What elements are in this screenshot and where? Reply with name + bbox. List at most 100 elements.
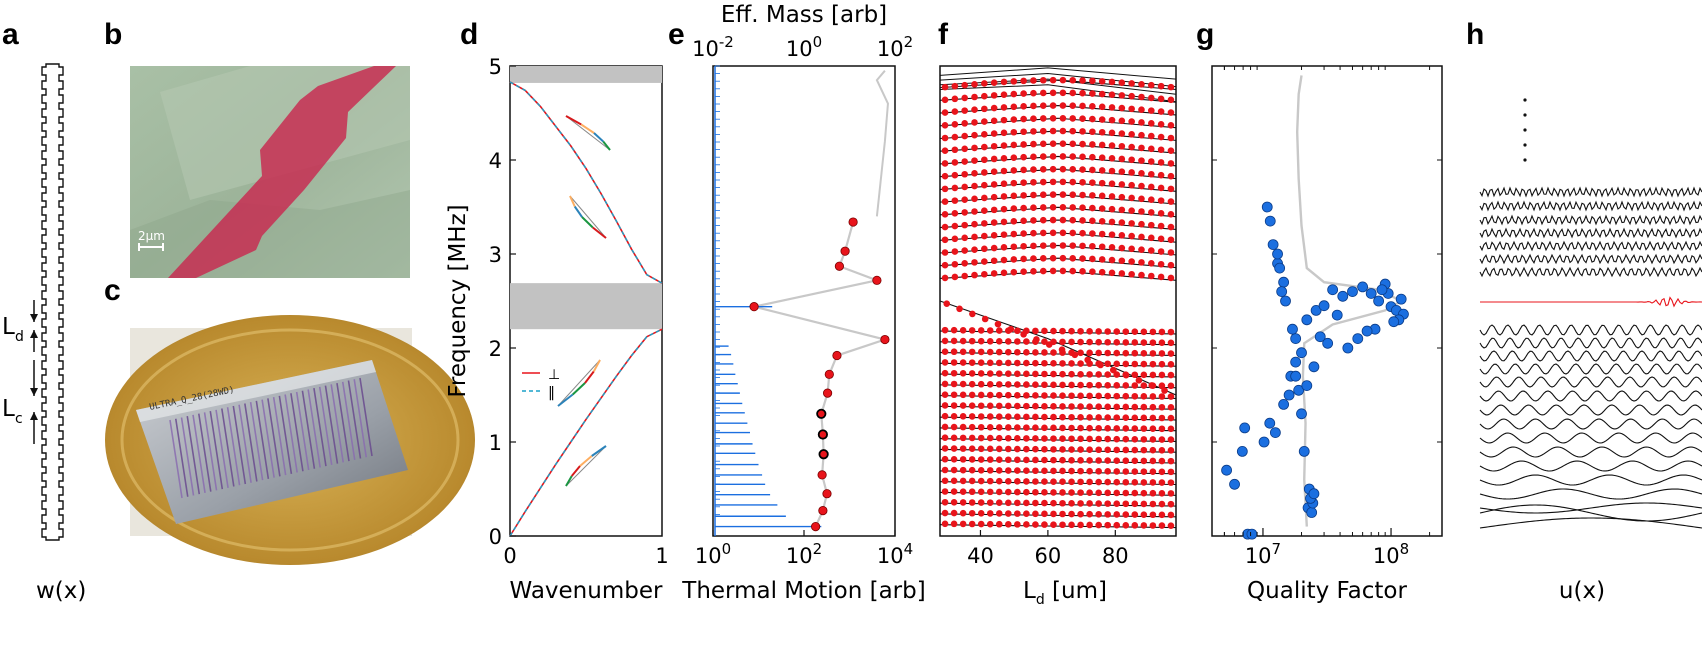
dispersion-line-par xyxy=(509,81,663,284)
mode-point xyxy=(1050,435,1057,442)
mode-point-upper xyxy=(1148,81,1155,89)
mode-point-upper xyxy=(971,119,978,126)
mode-point xyxy=(1140,511,1148,518)
mode-point xyxy=(1068,489,1075,496)
mode-point xyxy=(1095,511,1102,518)
mode-point-upper xyxy=(961,234,968,242)
mode-point-upper xyxy=(961,196,968,203)
mode-point xyxy=(1167,522,1175,529)
mode-point xyxy=(986,348,994,356)
mode-point xyxy=(995,424,1003,431)
mode-point xyxy=(1140,339,1148,346)
chip-stripe xyxy=(284,394,298,473)
mode-point xyxy=(1113,446,1121,454)
mode-point xyxy=(1068,510,1075,518)
mode-point xyxy=(941,412,949,420)
mode-point-upper xyxy=(1069,127,1077,135)
mode-point xyxy=(977,413,985,420)
mode-point xyxy=(959,488,967,495)
mode-point xyxy=(1113,403,1121,411)
quality-factor-point xyxy=(1347,286,1358,298)
effmass-point xyxy=(817,429,828,440)
mode-point-upper xyxy=(1079,166,1086,173)
mode-point xyxy=(1167,436,1175,443)
mode-point xyxy=(1122,489,1130,497)
mode-point-upper xyxy=(1108,78,1116,86)
mode-point-upper xyxy=(1010,179,1018,187)
mode-point-upper xyxy=(1010,167,1018,174)
panel-h-xlabel: u(x) xyxy=(1559,578,1605,604)
mode-point-upper xyxy=(1000,256,1008,264)
mode-point xyxy=(950,520,958,528)
mode-shape-wave xyxy=(1479,363,1702,375)
mode-point-upper xyxy=(1020,128,1027,136)
mode-point xyxy=(1059,381,1066,389)
mode-shape-fundamental xyxy=(1479,517,1702,529)
mode-point xyxy=(1095,521,1102,529)
mode-point-upper xyxy=(971,182,978,190)
mode-point-upper xyxy=(1049,229,1057,237)
mode-point-upper xyxy=(1118,232,1126,239)
mode-point-upper xyxy=(1079,204,1086,212)
effmass-curve xyxy=(753,221,889,528)
mode-point xyxy=(1041,349,1048,356)
mode-point-upper xyxy=(1089,115,1096,123)
mode-point-upper xyxy=(1118,181,1126,188)
mode-point xyxy=(1077,403,1084,410)
mode-point xyxy=(1131,468,1139,475)
mode-point-upper xyxy=(1010,205,1018,212)
mode-point-upper xyxy=(1167,134,1175,142)
mode-shape-wave xyxy=(1479,324,1702,336)
mode-point-upper xyxy=(941,211,949,218)
quality-factor-point xyxy=(1296,408,1307,420)
inset-mode-segment xyxy=(591,445,607,457)
mode-point xyxy=(1005,499,1012,507)
mode-point xyxy=(959,423,967,431)
mode-point-upper xyxy=(961,132,968,140)
mode-point-upper xyxy=(1010,128,1018,136)
mode-point xyxy=(1140,522,1148,529)
mode-shape-wave xyxy=(1479,214,1702,226)
mode-point xyxy=(1032,445,1039,453)
chip-stripe xyxy=(226,407,241,486)
mode-point xyxy=(1086,371,1093,378)
ellipsis-dot xyxy=(1523,158,1527,162)
mode-point xyxy=(1104,446,1111,454)
mode-point-diagonal xyxy=(1135,377,1143,384)
panel-d-legend: ⊥‖ xyxy=(522,367,560,401)
mode-point-upper xyxy=(1108,180,1116,188)
mode-point-diagonal xyxy=(1007,325,1015,333)
mode-point-upper xyxy=(951,95,959,103)
mode-point-upper xyxy=(1138,220,1145,228)
inset-reference xyxy=(565,445,607,487)
mode-point xyxy=(1059,392,1066,399)
mode-point xyxy=(959,499,967,506)
mode-point xyxy=(1095,349,1102,357)
mode-point-upper xyxy=(941,109,949,116)
mode-point xyxy=(1059,360,1066,367)
mode-point-upper xyxy=(1167,223,1175,231)
mode-point xyxy=(1059,424,1066,432)
mode-point xyxy=(1113,360,1121,368)
mode-point xyxy=(1086,500,1093,507)
mode-point-diagonal xyxy=(943,300,951,307)
lc-arrow-up-head xyxy=(30,412,38,420)
mode-point-upper xyxy=(961,259,968,267)
mode-point-upper xyxy=(1089,192,1096,199)
mode-point xyxy=(950,466,958,474)
mode-point-upper xyxy=(1089,255,1096,263)
mode-point xyxy=(1104,489,1111,497)
mode-point-upper xyxy=(1000,244,1008,251)
mode-point xyxy=(1068,327,1075,335)
mode-point xyxy=(1005,445,1012,453)
mode-point-upper xyxy=(951,197,959,204)
effmass-point xyxy=(824,369,834,379)
mode-point-upper xyxy=(1118,155,1126,163)
mode-point xyxy=(977,477,985,485)
mode-point-upper xyxy=(1128,181,1135,189)
mode-curve-upper xyxy=(939,206,1177,218)
mode-point xyxy=(968,413,976,420)
x-tick-label: 104 xyxy=(877,540,913,568)
mode-point xyxy=(1095,414,1102,421)
